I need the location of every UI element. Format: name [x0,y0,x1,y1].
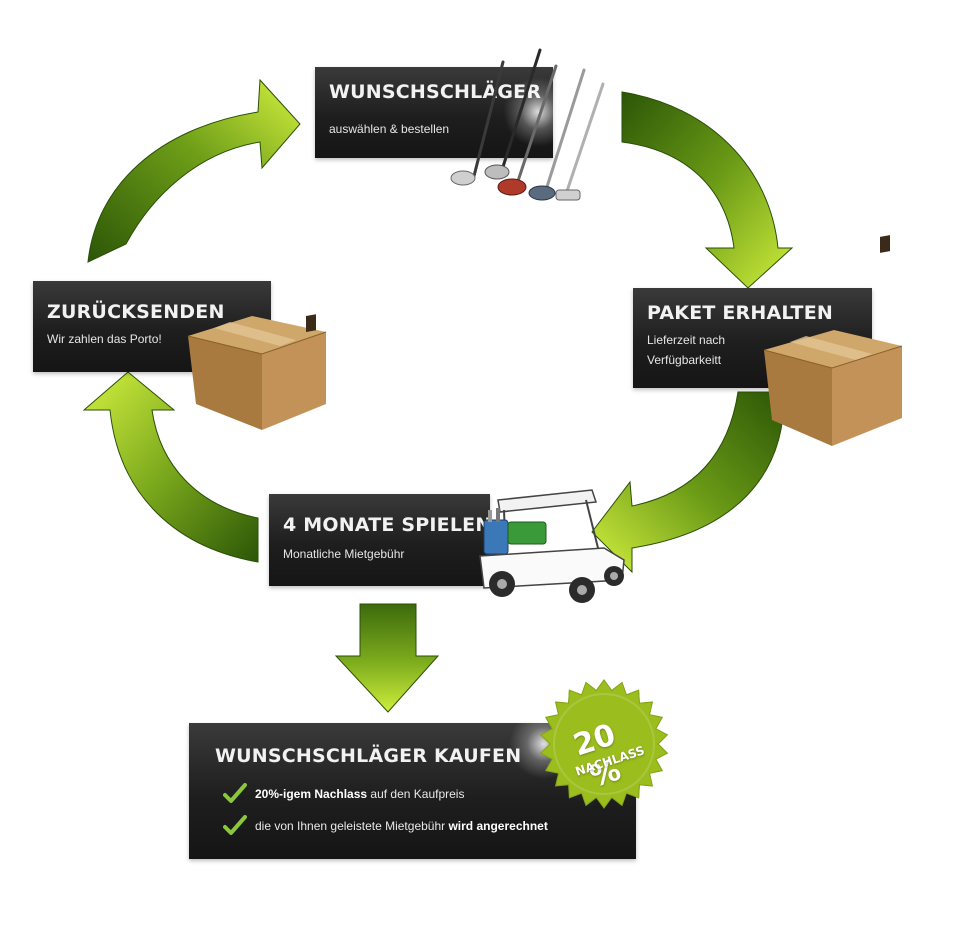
arrow-down [334,603,440,713]
arrow-top-right [621,91,794,289]
buy-bullet-2-text: die von Ihnen geleistete Mietgebühr [255,819,449,833]
checkmark-icon [223,815,247,835]
step-receive-subtitle-line2: Verfügbarkeitt [647,353,722,367]
buy-bullet-2-bold: wird angerechnet [448,819,548,833]
checkmark-icon [223,783,247,803]
step-receive-title: PAKET ERHALTEN [647,302,833,324]
step-return-subtitle: Wir zahlen das Porto! [47,332,162,346]
step-choose-box: WUNSCHSCHLÄGER auswählen & bestellen [315,67,573,158]
arrow-top-left [87,78,301,263]
step-return-box: ZURÜCKSENDEN Wir zahlen das Porto! [33,281,271,372]
buy-bullet-2: die von Ihnen geleistete Mietgebühr wird… [223,815,548,837]
buy-bullet-1-text: auf den Kaufpreis [367,787,465,801]
buy-bullet-1: 20%-igem Nachlass auf den Kaufpreis [223,783,464,805]
step-return-title: ZURÜCKSENDEN [47,301,225,323]
step-play-subtitle: Monatliche Mietgebühr [283,547,405,561]
buy-bullet-1-bold: 20%-igem Nachlass [255,787,368,801]
step-choose-subtitle: auswählen & bestellen [329,122,450,136]
step-choose-title: WUNSCHSCHLÄGER [329,81,542,103]
arrow-bottom-right [591,391,785,574]
step-receive-subtitle-line1: Lieferzeit nach [647,333,726,347]
arrow-bottom-left [82,371,259,563]
step-buy-title: WUNSCHSCHLÄGER KAUFEN [215,745,522,767]
step-play-box: 4 MONATE SPIELEN Monatliche Mietgebühr [269,494,492,586]
step-play-title: 4 MONATE SPIELEN [283,514,492,536]
step-receive-box: PAKET ERHALTEN Lieferzeit nach Verfügbar… [633,288,872,388]
